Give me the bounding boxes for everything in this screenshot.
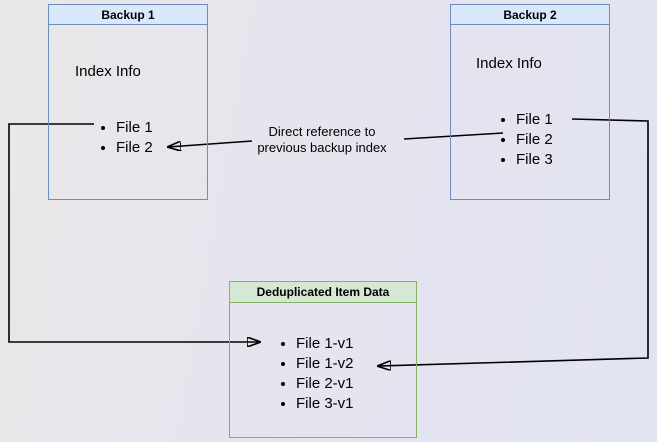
backup2-title: Backup 2	[451, 5, 609, 25]
list-item: File 1-v2	[296, 354, 354, 374]
backup1-file-list: File 1 File 2	[98, 118, 153, 158]
arrow-label-line1: Direct reference to	[268, 124, 376, 139]
arrow-label-line2: previous backup index	[257, 140, 387, 155]
dedup-title: Deduplicated Item Data	[230, 282, 416, 303]
direct-reference-arrow-label: Direct reference to previous backup inde…	[240, 124, 404, 156]
backup2-index-info-label: Index Info	[476, 55, 542, 72]
list-item: File 1	[516, 110, 553, 130]
list-item: File 2	[116, 138, 153, 158]
list-item: File 1	[116, 118, 153, 138]
backup1-node: Backup 1 Index Info File 1 File 2	[48, 4, 208, 200]
backup2-file-list: File 1 File 2 File 3	[498, 110, 553, 170]
list-item: File 2-v1	[296, 374, 354, 394]
dedup-file-list: File 1-v1 File 1-v2 File 2-v1 File 3-v1	[278, 334, 354, 414]
list-item: File 3-v1	[296, 394, 354, 414]
backup1-title: Backup 1	[49, 5, 207, 25]
list-item: File 2	[516, 130, 553, 150]
list-item: File 1-v1	[296, 334, 354, 354]
backup1-index-info-label: Index Info	[75, 63, 141, 80]
deduplicated-item-data-node: Deduplicated Item Data File 1-v1 File 1-…	[229, 281, 417, 438]
list-item: File 3	[516, 150, 553, 170]
backup2-node: Backup 2 Index Info File 1 File 2 File 3	[450, 4, 610, 200]
